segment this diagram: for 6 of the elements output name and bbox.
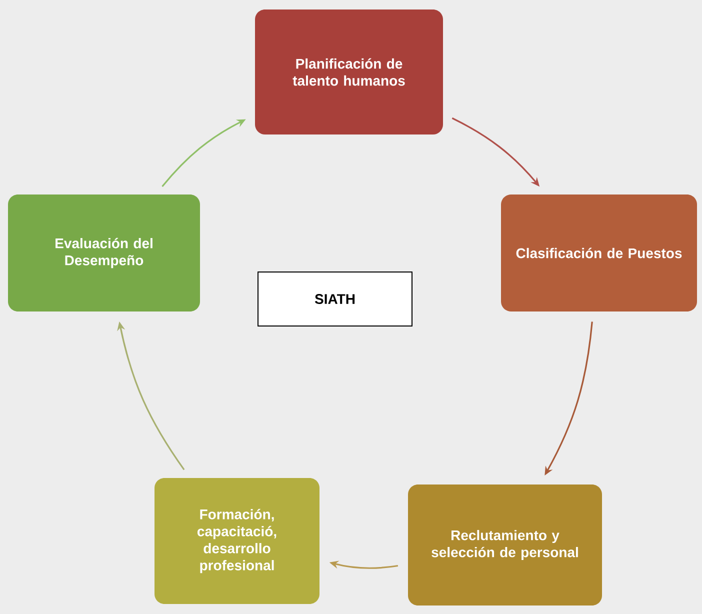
process-box: Clasificación de Puestos: [501, 194, 697, 312]
process-box: Reclutamiento y selección de personal: [408, 484, 602, 606]
process-box: Formación, capacitació, desarrollo profesional: [154, 478, 320, 604]
process-box: Evaluación del Desempeño: [8, 194, 200, 312]
title-box: SIATH: [258, 272, 412, 326]
process-box: Planificación de talento humanos: [255, 10, 443, 134]
